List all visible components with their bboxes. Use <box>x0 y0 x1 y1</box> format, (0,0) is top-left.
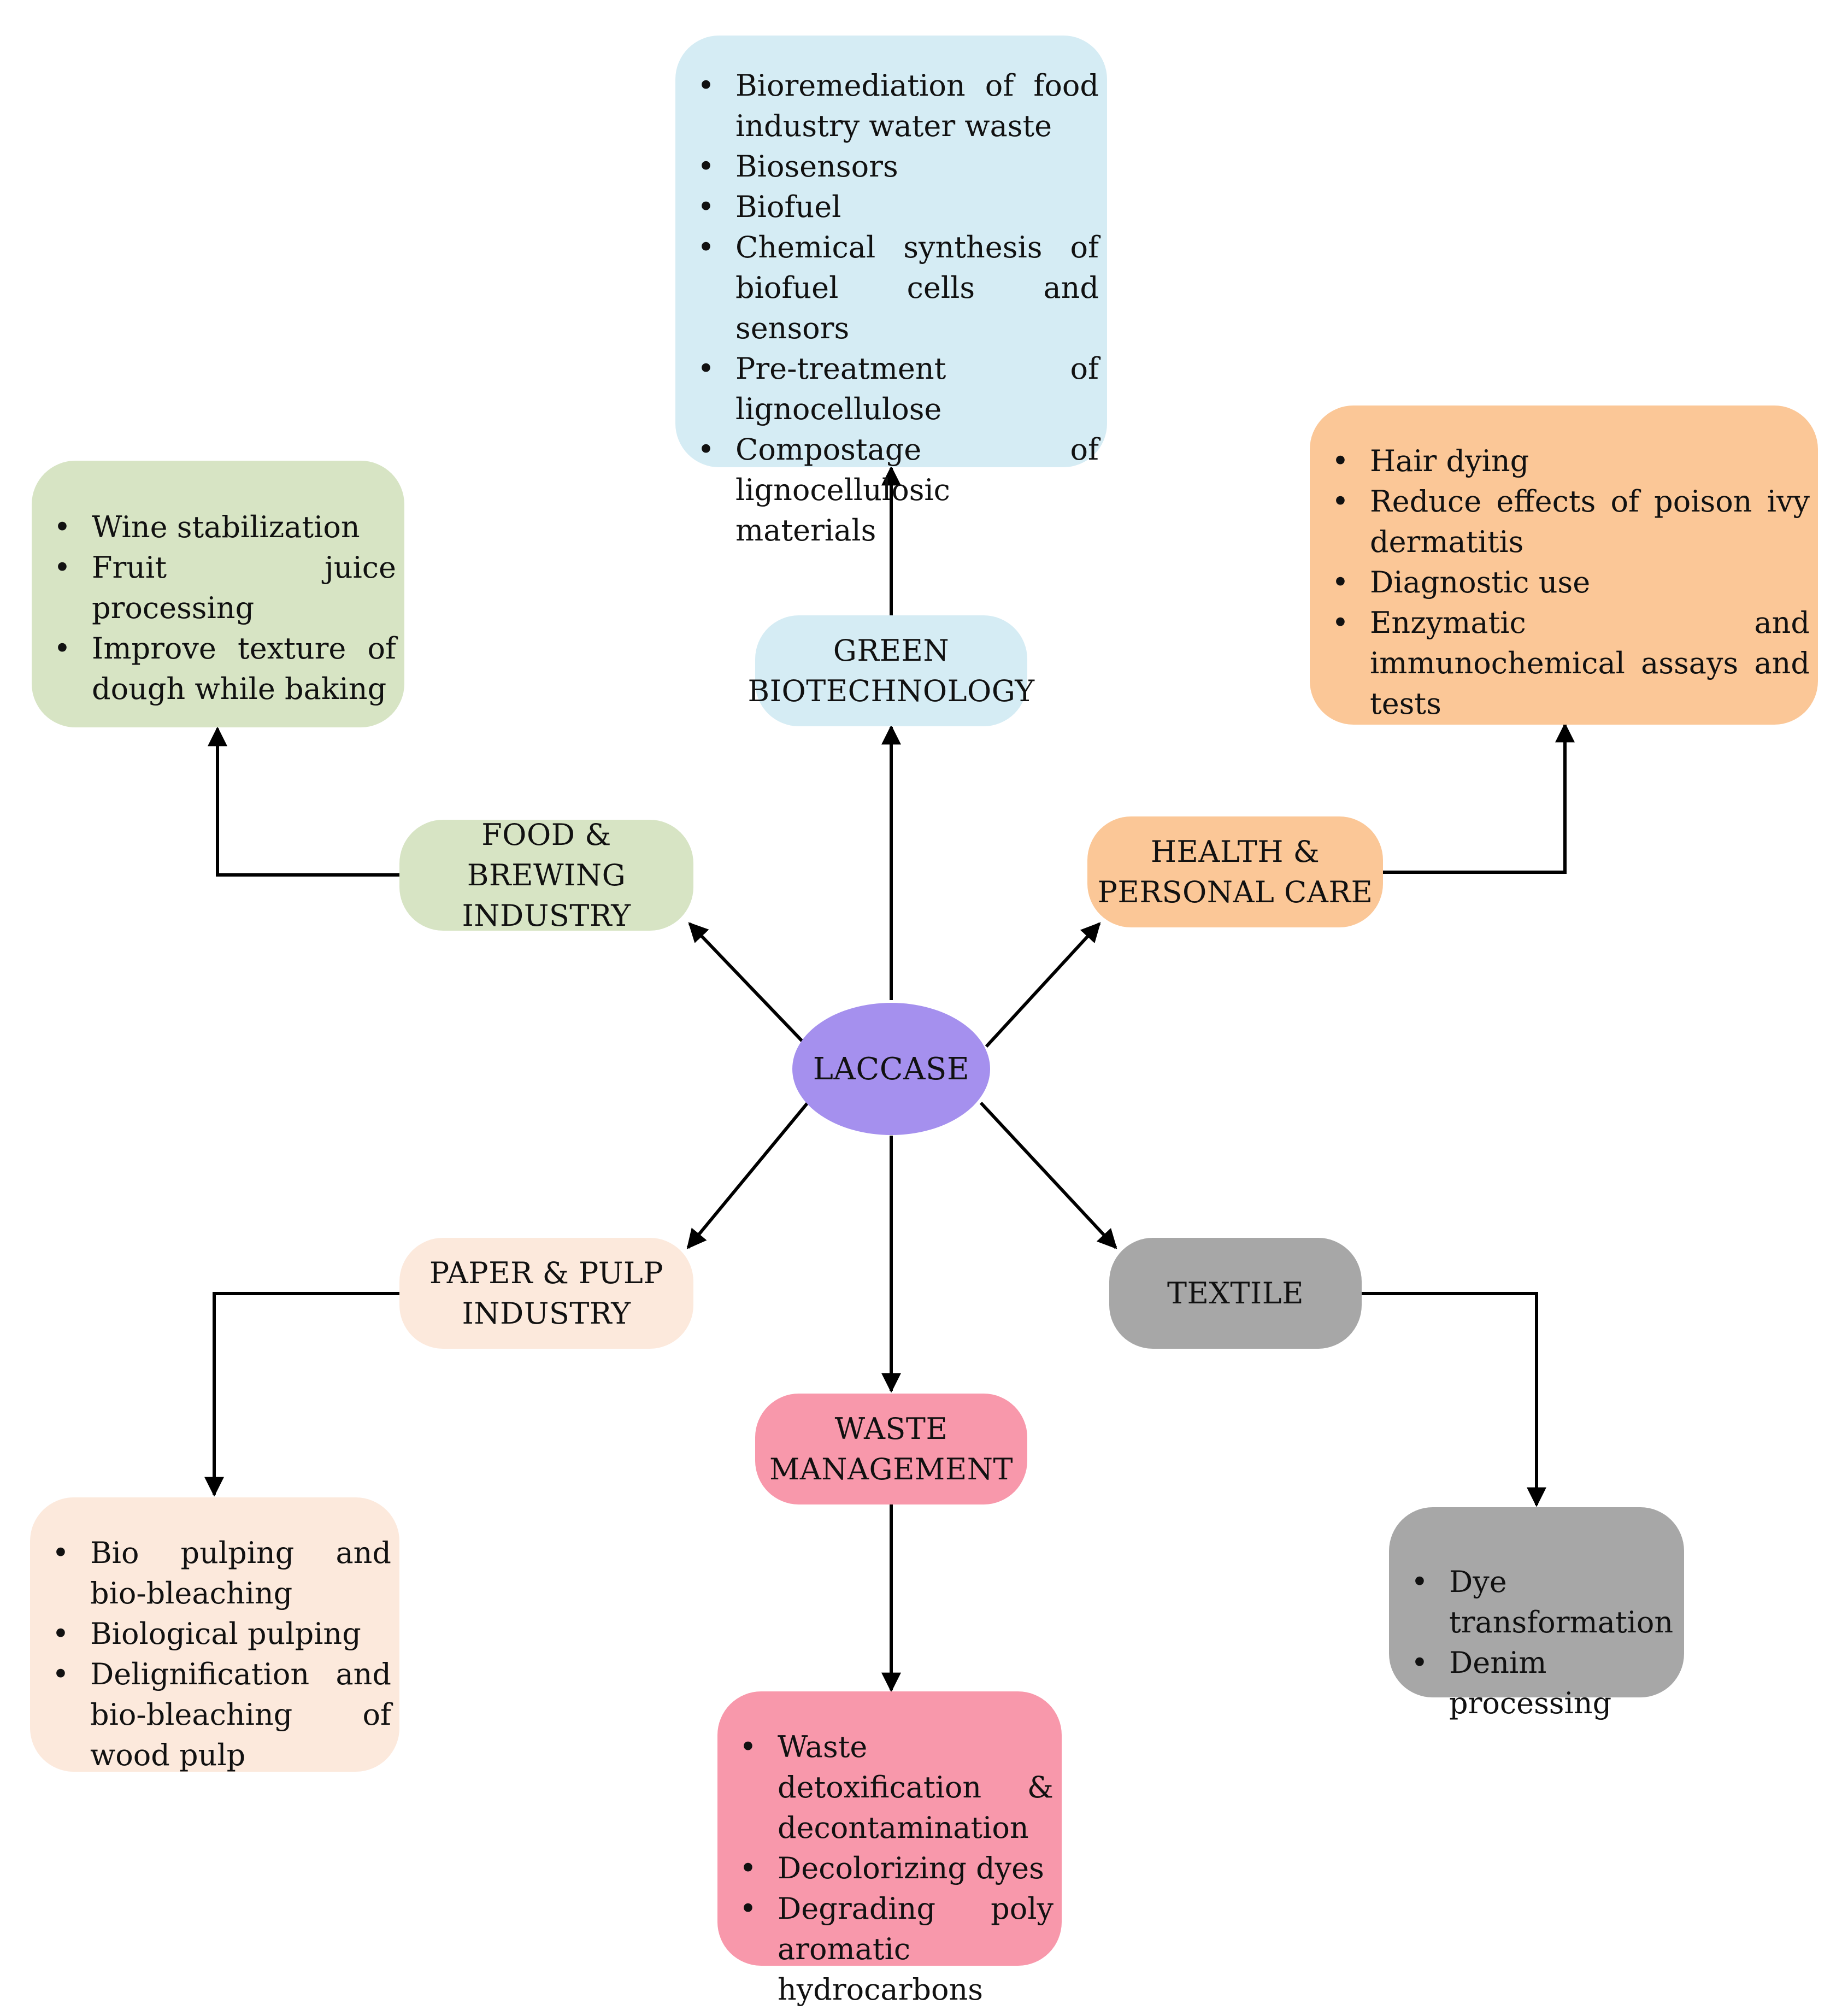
arrow-to-textile <box>979 1101 1117 1249</box>
waste-management-list: Waste detoxification & decontamination D… <box>737 1727 1054 2010</box>
health-personal-care-box: HEALTH & PERSONAL CARE <box>1087 816 1383 927</box>
waste-management-label-line-1: WASTE <box>834 1411 948 1446</box>
waste-management-box: WASTE MANAGEMENT <box>755 1394 1027 1504</box>
arrow-health-to-details <box>1382 722 1575 874</box>
list-item: Enzymatic and immunochemical assays and … <box>1329 603 1810 724</box>
list-item: Decolorizing dyes <box>737 1848 1054 1889</box>
list-item: Bio pulping and bio-bleaching <box>49 1533 391 1614</box>
green-biotechnology-details: Bioremediation of food industry water wa… <box>675 36 1107 548</box>
list-item: Biological pulping <box>49 1614 391 1654</box>
list-item: Waste detoxification & decontamination <box>737 1727 1054 1848</box>
green-biotechnology-box: GREEN BIOTECHNOLOGY <box>748 615 1034 726</box>
list-item: Diagnostic use <box>1329 562 1810 603</box>
food-brewing-box: FOOD & BREWING INDUSTRY <box>399 818 693 933</box>
food-brewing-label-line-1: FOOD & BREWING <box>467 817 626 892</box>
arrow-textile-to-details <box>1361 1292 1546 1507</box>
paper-pulp-box: PAPER & PULP INDUSTRY <box>399 1238 693 1349</box>
arrow-food-to-details <box>208 726 400 877</box>
food-brewing-label-line-2: INDUSTRY <box>462 898 631 933</box>
textile-box: TEXTILE <box>1109 1238 1362 1349</box>
list-item: Pre-treatment of lignocellulose <box>695 349 1099 430</box>
laccase-label: LACCASE <box>813 1051 970 1087</box>
arrow-to-health-personal-care <box>985 922 1101 1048</box>
laccase-node: LACCASE <box>792 1003 990 1135</box>
list-item: Compostage of lignocellulosic materials <box>695 430 1099 551</box>
health-personal-care-label-line-2: PERSONAL CARE <box>1097 874 1373 909</box>
green-biotechnology-label-line-2: BIOTECHNOLOGY <box>748 673 1035 708</box>
list-item: Wine stabilization <box>51 507 396 548</box>
food-brewing-details: Wine stabilization Fruit juice processin… <box>32 461 404 727</box>
paper-pulp-details: Bio pulping and bio-bleaching Biological… <box>30 1497 399 1772</box>
list-item: Reduce effects of poison ivy dermatitis <box>1329 481 1810 562</box>
waste-management-details: Waste detoxification & decontamination D… <box>717 1691 1062 2007</box>
arrow-to-food-brewing <box>688 922 804 1043</box>
list-item: Degrading poly aromatic hydrocarbons <box>737 1889 1054 2010</box>
list-item: Chemical synthesis of biofuel cells and … <box>695 227 1099 349</box>
green-biotechnology-list: Bioremediation of food industry water wa… <box>695 66 1099 551</box>
paper-pulp-label-line-1: PAPER & PULP <box>429 1255 664 1290</box>
list-item: Hair dying <box>1329 441 1810 481</box>
list-item: Bioremediation of food industry water wa… <box>695 66 1099 146</box>
arrow-paper-to-details <box>204 1292 400 1497</box>
paper-pulp-label-line-2: INDUSTRY <box>462 1296 631 1331</box>
paper-pulp-list: Bio pulping and bio-bleaching Biological… <box>49 1533 391 1776</box>
textile-label: TEXTILE <box>1167 1276 1304 1310</box>
health-personal-care-list: Hair dying Reduce effects of poison ivy … <box>1329 441 1810 724</box>
health-personal-care-details: Hair dying Reduce effects of poison ivy … <box>1310 405 1818 725</box>
list-item: Biosensors <box>695 146 1099 187</box>
list-item: Biofuel <box>695 187 1099 227</box>
list-item: Delignification and bio-bleaching of woo… <box>49 1654 391 1776</box>
health-personal-care-label-line-1: HEALTH & <box>1150 834 1320 869</box>
list-item: Dye transformation <box>1408 1562 1676 1643</box>
list-item: Fruit juice processing <box>51 548 396 628</box>
textile-list: Dye transformation Denim processing <box>1408 1562 1676 1724</box>
textile-details: Dye transformation Denim processing <box>1389 1507 1684 1720</box>
food-brewing-list: Wine stabilization Fruit juice processin… <box>51 507 396 709</box>
green-biotechnology-label-line-1: GREEN <box>833 633 950 668</box>
waste-management-label-line-2: MANAGEMENT <box>769 1451 1014 1486</box>
arrow-to-paper-pulp <box>686 1102 809 1249</box>
list-item: Improve texture of dough while baking <box>51 628 396 709</box>
list-item: Denim processing <box>1408 1643 1676 1724</box>
